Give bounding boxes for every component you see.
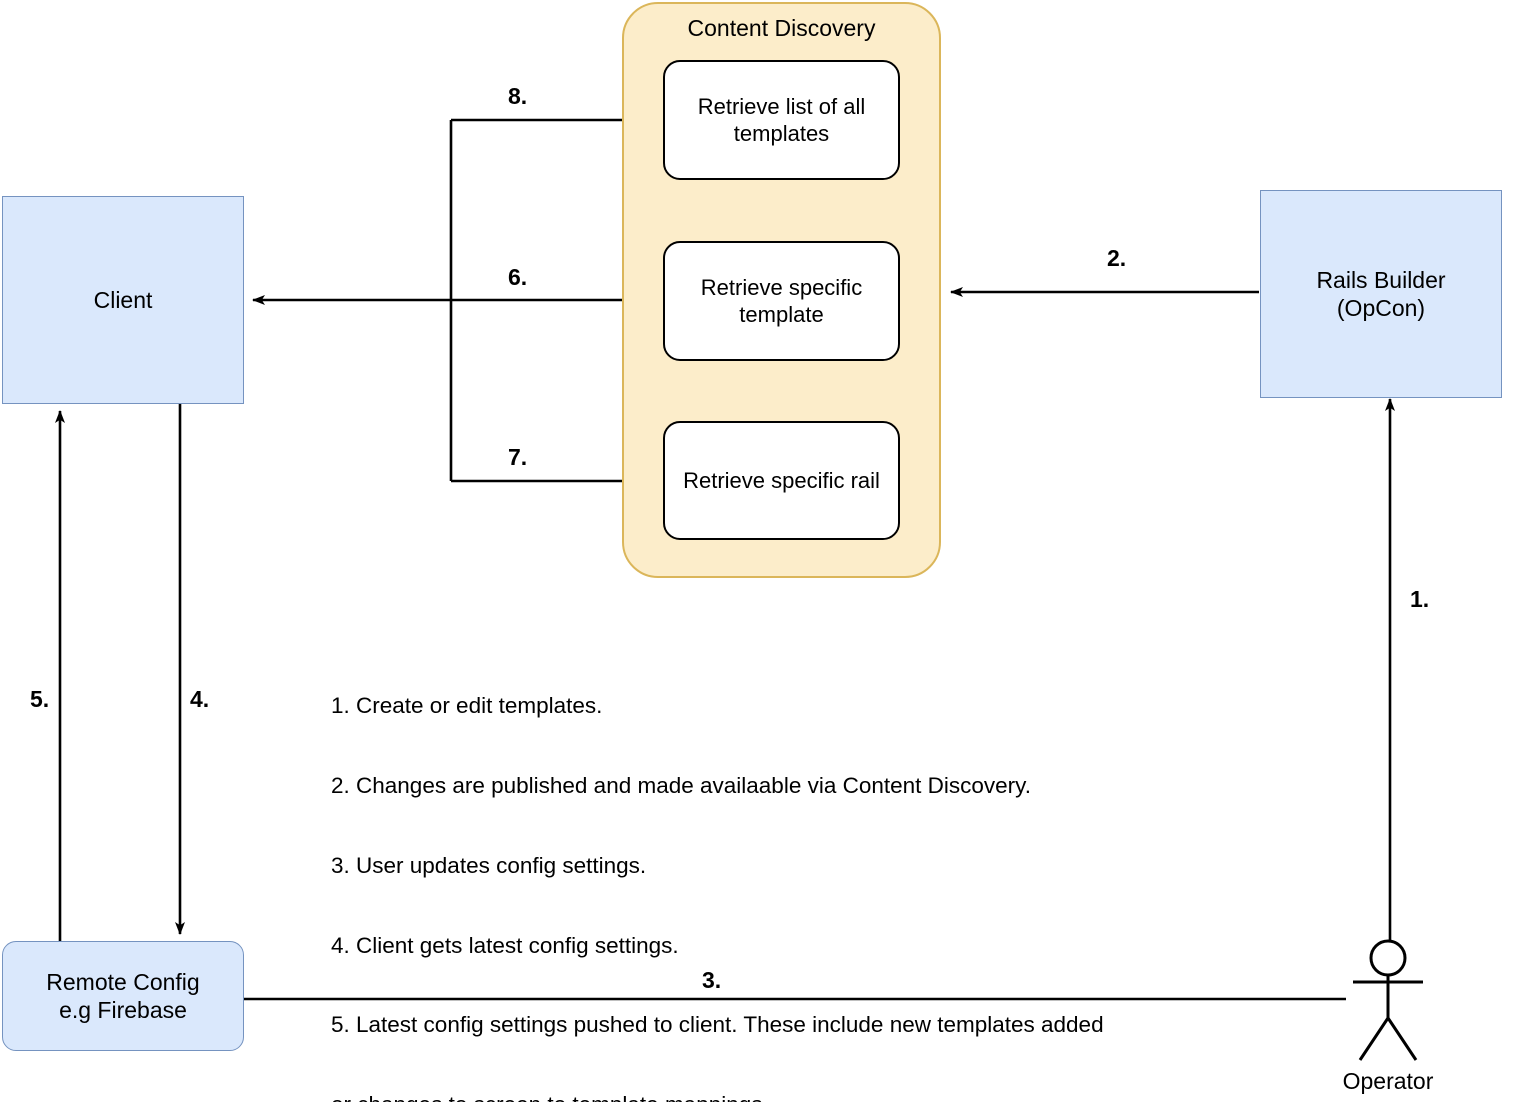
client-node[interactable]: Client — [2, 196, 244, 404]
legend-line: 3. User updates config settings. — [331, 852, 647, 878]
edge-label-6: 6. — [508, 264, 528, 290]
operator-actor-icon — [1353, 939, 1423, 1061]
legend-block: 1. Create or edit templates. 2. Changes … — [331, 640, 1113, 1102]
rails-builder-node[interactable]: Rails Builder (OpCon) — [1260, 190, 1502, 398]
operator-label: Operator — [1342, 1068, 1434, 1094]
legend-line: 4. Client gets latest config settings. — [331, 932, 679, 958]
legend-line: 1. Create or edit templates. — [331, 693, 603, 719]
legend-line: 5. Latest config settings pushed to clie… — [331, 1012, 1104, 1038]
legend-line: or changes to screen to template mapping… — [331, 1092, 1113, 1102]
retrieve-specific-rail-box[interactable]: Retrieve specific rail — [663, 421, 900, 540]
retrieve-specific-template-box[interactable]: Retrieve specific template — [663, 241, 900, 361]
client-node-label: Client — [93, 286, 153, 313]
edge-label-5: 5. — [30, 686, 50, 712]
edge-label-1: 1. — [1410, 586, 1430, 612]
legend-line: 2. Changes are published and made availa… — [331, 772, 1032, 798]
rails-builder-node-label: Rails Builder (OpCon) — [1316, 266, 1446, 321]
edge-label-4: 4. — [190, 686, 210, 712]
edge-label-3: 3. — [702, 967, 722, 993]
retrieve-specific-template-label: Retrieve specific template — [700, 274, 863, 327]
edge-label-8: 8. — [508, 83, 528, 109]
remote-config-node[interactable]: Remote Config e.g Firebase — [2, 941, 244, 1051]
retrieve-all-templates-box[interactable]: Retrieve list of all templates — [663, 60, 900, 180]
remote-config-node-label: Remote Config e.g Firebase — [46, 968, 200, 1023]
content-discovery-title: Content Discovery — [687, 15, 876, 41]
edge-label-7: 7. — [508, 444, 528, 470]
retrieve-specific-rail-label: Retrieve specific rail — [683, 467, 880, 493]
retrieve-all-templates-label: Retrieve list of all templates — [697, 93, 866, 146]
edge-label-2: 2. — [1107, 245, 1127, 271]
